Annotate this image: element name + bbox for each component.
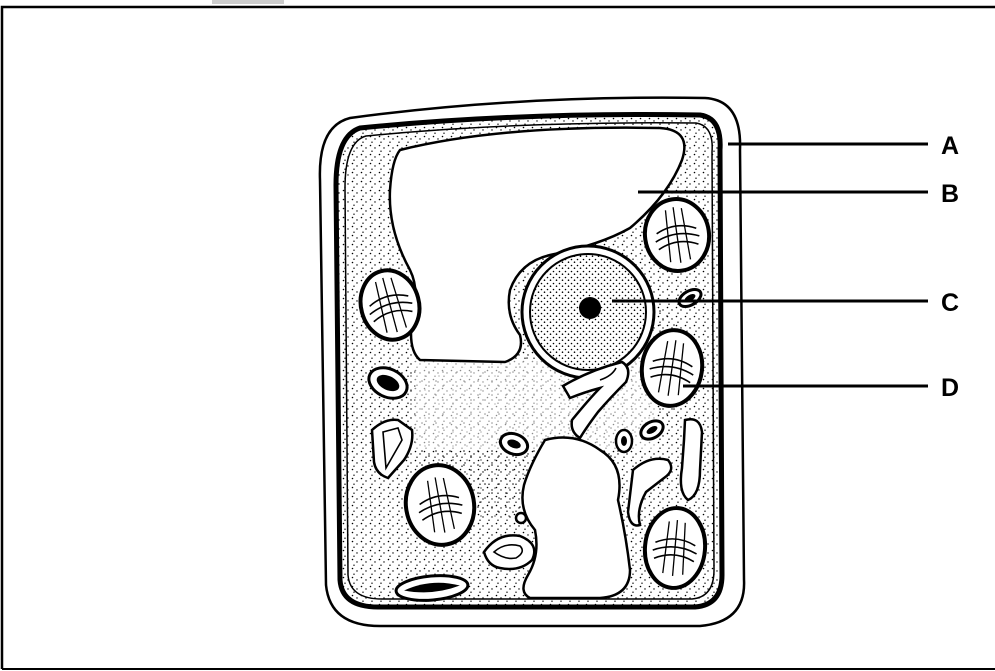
nucleolus xyxy=(579,297,601,319)
vesicle xyxy=(616,430,632,452)
label-c: C xyxy=(941,289,959,317)
label-d: D xyxy=(941,374,959,402)
label-b: B xyxy=(941,180,959,208)
nucleus xyxy=(522,246,654,378)
vacuole-lower xyxy=(522,438,630,598)
label-a: A xyxy=(941,132,959,160)
tab-marker xyxy=(212,0,284,4)
